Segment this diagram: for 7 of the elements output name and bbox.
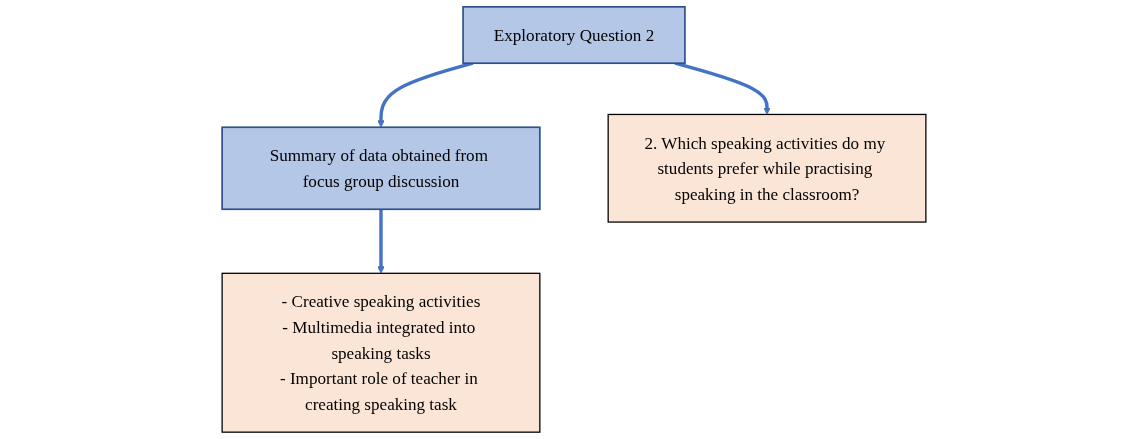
node-box: Exploratory Question 2 <box>461 5 686 65</box>
arrow <box>376 61 473 128</box>
node-box: 2. Which speaking activities do my students prefer while practising speaking in the classroom? <box>607 113 926 223</box>
arrow <box>376 209 385 274</box>
arrow <box>674 61 771 115</box>
node-box: - Creative speaking activities - Multimedia integrated into speaking tasks - Important role of teacher in creating speaking task <box>221 272 540 433</box>
node-box: Summary of data obtained from focus group discussion <box>220 126 541 211</box>
